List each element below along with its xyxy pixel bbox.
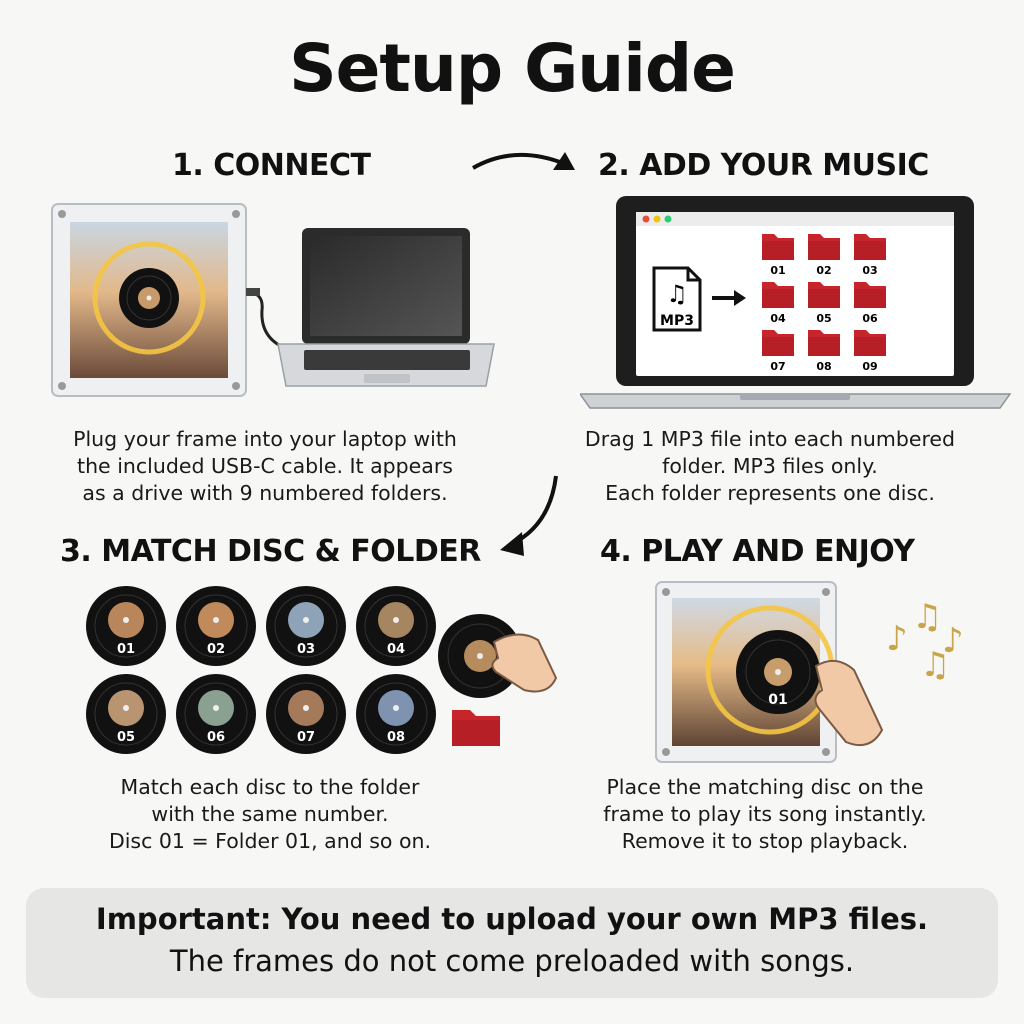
pointing-hand-icon	[814, 659, 884, 746]
disc-icon	[176, 586, 256, 666]
step-1-description: Plug your frame into your laptop with th…	[30, 426, 500, 507]
step-4-description: Place the matching disc on the frame to …	[540, 774, 990, 855]
desc-line: folder. MP3 files only.	[662, 454, 878, 478]
svg-text:♪: ♪	[886, 619, 908, 659]
laptop	[277, 228, 495, 387]
disc-label: 02	[207, 642, 225, 657]
folder-icon	[854, 282, 886, 308]
disc-icon	[266, 586, 346, 666]
disc-label: 08	[387, 730, 405, 745]
desc-line: Remove it to stop playback.	[621, 829, 909, 853]
important-notice	[26, 888, 998, 998]
folder-label: 05	[816, 312, 831, 325]
disc-icon	[176, 674, 256, 754]
step-2-description: Drag 1 MP3 file into each numbered folde…	[540, 426, 1000, 507]
folder-icon	[808, 282, 840, 308]
folder-icon	[854, 234, 886, 260]
match-illustration: 01 02 03 04 05 06 07 08	[86, 586, 558, 754]
desc-line: with the same number.	[151, 802, 389, 826]
folder-label: 09	[862, 360, 877, 373]
add-music-illustration: ♫ MP3 01 02 03 04 05 06 07 08 09	[580, 196, 1012, 409]
desc-line: Place the matching disc on the	[606, 775, 924, 799]
folder-grid: 01 02 03 04 05 06 07 08 09	[762, 234, 886, 373]
disc-label: 07	[297, 730, 315, 745]
desc-line: the included USB-C cable. It appears	[77, 454, 453, 478]
step-1-heading: 1. CONNECT	[172, 148, 371, 183]
folder-label: 02	[816, 264, 831, 277]
folder-label: 07	[770, 360, 785, 373]
folder-icon	[808, 330, 840, 356]
folder-label: 04	[770, 312, 786, 325]
desc-line: Each folder represents one disc.	[605, 481, 935, 505]
folder-icon	[762, 234, 794, 260]
page-title: Setup Guide	[289, 30, 736, 107]
step-3-description: Match each disc to the folder with the s…	[40, 774, 500, 855]
disc-label: 01	[117, 642, 135, 657]
photo-frame	[51, 203, 247, 397]
mp3-label: MP3	[660, 313, 694, 329]
arrow-right-icon	[472, 152, 575, 170]
step-4-heading: 4. PLAY AND ENJOY	[600, 534, 915, 569]
disc-label: 03	[297, 642, 315, 657]
folder-label: 03	[862, 264, 877, 277]
svg-text:♪: ♪	[942, 621, 964, 661]
step-3-heading: 3. MATCH DISC & FOLDER	[60, 534, 481, 569]
arrow-down-left-icon	[500, 475, 558, 556]
svg-text:♫: ♫	[920, 645, 950, 685]
folder-icon	[808, 234, 840, 260]
desc-line: Disc 01 = Folder 01, and so on.	[108, 829, 432, 853]
folder-icon	[762, 282, 794, 308]
svg-text:♫: ♫	[912, 597, 942, 637]
usb-c-cable	[245, 290, 291, 352]
connect-illustration	[51, 203, 495, 397]
step-2-heading: 2. ADD YOUR MUSIC	[598, 148, 929, 183]
disc-label: 04	[387, 642, 405, 657]
hand-icon	[491, 633, 558, 693]
svg-text:♫: ♫	[666, 280, 688, 308]
held-disc	[438, 614, 522, 698]
notice-line-2: The frames do not come preloaded with so…	[169, 944, 855, 978]
disc-icon	[86, 674, 166, 754]
mp3-file-icon: ♫ MP3	[652, 266, 702, 332]
folder-label: 01	[770, 264, 785, 277]
playing-disc: 01	[736, 630, 820, 714]
folder-label: 06	[862, 312, 878, 325]
desc-line: as a drive with 9 numbered folders.	[82, 481, 448, 505]
desc-line: Drag 1 MP3 file into each numbered	[584, 427, 956, 451]
desc-line: frame to play its song instantly.	[603, 802, 927, 826]
disc-icon	[356, 674, 436, 754]
folder-label: 08	[816, 360, 831, 373]
playing-disc-label: 01	[768, 692, 787, 708]
music-notes-icon: ♪ ♫ ♪ ♫	[886, 597, 964, 685]
folder-icon	[452, 710, 500, 746]
folder-icon	[854, 330, 886, 356]
desc-line: Match each disc to the folder	[120, 775, 420, 799]
disc-icon	[86, 586, 166, 666]
disc-label: 06	[207, 730, 225, 745]
disc-icon	[266, 674, 346, 754]
play-illustration: 01 ♪ ♫ ♪ ♫	[655, 581, 964, 763]
disc-icon	[356, 586, 436, 666]
desc-line: Plug your frame into your laptop with	[73, 427, 457, 451]
notice-line-1: Important: You need to upload your own M…	[95, 902, 929, 936]
disc-label: 05	[117, 730, 135, 745]
folder-icon	[762, 330, 794, 356]
disc-grid: 01 02 03 04 05 06 07 08	[86, 586, 436, 754]
